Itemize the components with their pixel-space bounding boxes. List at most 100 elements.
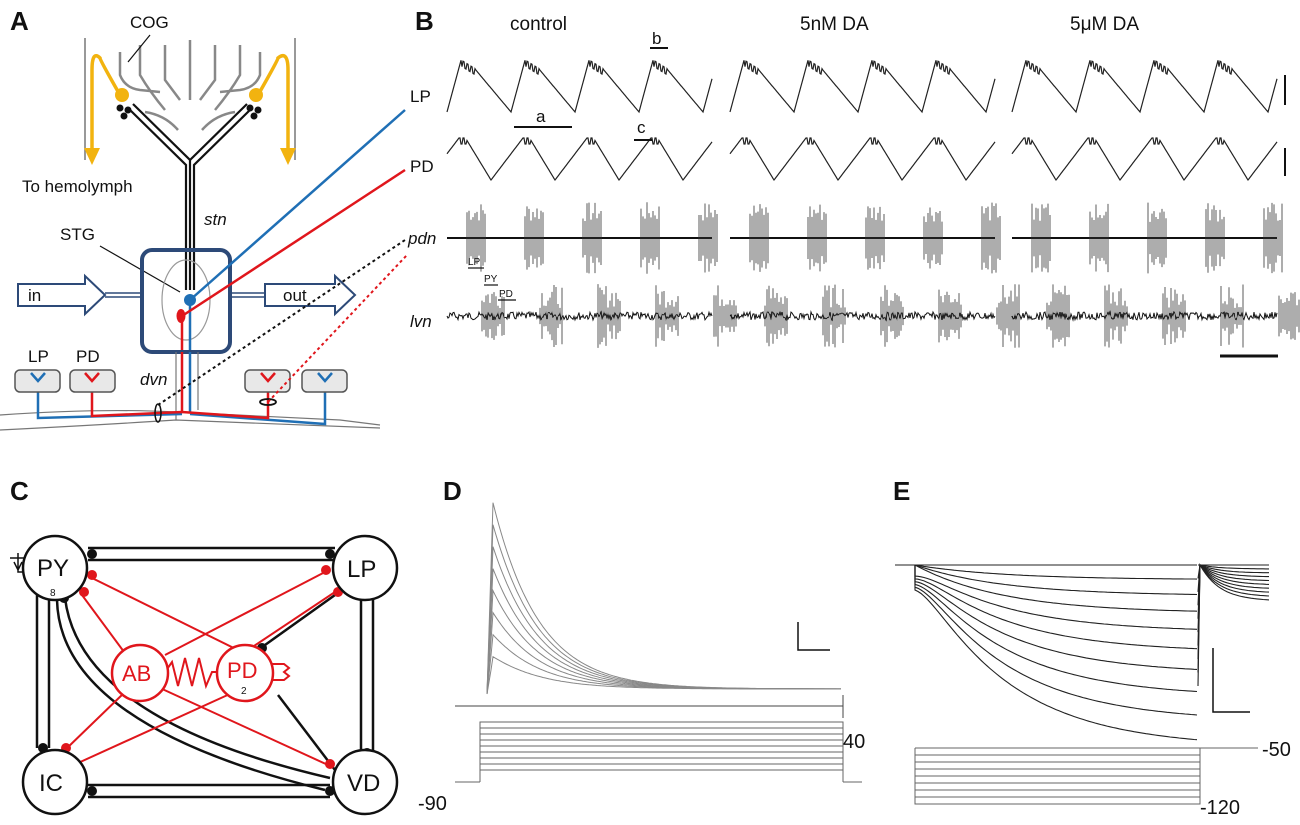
e-current-trace	[895, 563, 1270, 650]
pd-electrode	[181, 168, 406, 318]
pd-recording-label: PD	[410, 157, 434, 176]
e-voltage-step	[914, 747, 1258, 805]
lp-recording-label: LP	[410, 87, 431, 106]
lvn-bursts	[1046, 284, 1300, 348]
panel-label-a: A	[10, 6, 29, 36]
out-arrow	[264, 273, 357, 317]
cog-cell-body-left	[115, 88, 129, 102]
panel-e-currents: -50 -120	[895, 563, 1291, 819]
node-pd	[215, 643, 275, 703]
panel-label-d: D	[443, 476, 462, 506]
e-label-top: -50	[1262, 739, 1291, 761]
d-current-trace	[486, 588, 841, 695]
node-vd-label: VD	[347, 770, 380, 797]
traces	[446, 60, 1300, 348]
cog-neurite-tree	[118, 40, 262, 131]
panel-a-diagram: COG To hemolymph stn STG in out LP PD dv…	[0, 13, 434, 431]
burst-label-pd: PD	[499, 289, 513, 300]
hemolymph-label: To hemolymph	[22, 177, 133, 196]
lp-voltage-trace	[446, 60, 713, 114]
synapse-dots	[116, 104, 262, 120]
cog-cell-body-right	[249, 88, 263, 102]
pdn-label: pdn	[407, 229, 436, 248]
e-current-trace	[895, 564, 1269, 596]
pdn-bursts	[749, 202, 1001, 274]
pd-voltage-trace	[1011, 137, 1278, 182]
condition-5nm-da: 5nM DA	[800, 14, 869, 35]
node-pd-count: 2	[241, 686, 247, 697]
d-current-traces	[486, 502, 841, 695]
lp-electrode	[189, 109, 406, 301]
node-lp	[331, 534, 399, 602]
e-current-trace	[895, 563, 1270, 670]
arrow-down-icon	[84, 148, 100, 165]
panel-d-currents: 40 -90	[418, 502, 865, 815]
d-label-bottom: -90	[418, 793, 447, 815]
lvn-bursts	[481, 284, 737, 348]
cog-label: COG	[130, 13, 169, 32]
cog-neurons-yellow	[90, 54, 290, 150]
lp-muscle-label: LP	[28, 347, 49, 366]
lvn-bursts	[764, 284, 1020, 348]
pd-muscle-label: PD	[76, 347, 100, 366]
stg-label: STG	[60, 225, 95, 244]
d-scale-bar	[797, 622, 830, 651]
panel-b-recordings: control 5nM DA 5μM DA pdn lvn a b c LP P…	[407, 14, 1300, 358]
node-py	[21, 534, 89, 602]
panel-label-b: B	[415, 6, 434, 36]
node-py-count: 8	[50, 588, 56, 599]
node-pd-label: PD	[227, 658, 258, 683]
node-py-label: PY	[37, 555, 69, 582]
lp-voltage-trace	[1011, 60, 1278, 114]
panel-c-circuit: PY 8 LP IC VD AB PD 2	[10, 534, 399, 816]
mark-b: b	[652, 29, 661, 48]
dvn-label: dvn	[140, 370, 167, 389]
e-current-trace	[895, 564, 1269, 612]
arrow-down-icon	[280, 148, 296, 165]
in-arrow	[17, 273, 107, 317]
e-current-trace	[895, 563, 1270, 693]
pdn-bursts	[466, 202, 718, 274]
out-label: out	[283, 286, 307, 305]
mark-c: c	[637, 118, 646, 137]
e-label-bottom: -120	[1200, 797, 1240, 819]
mark-a: a	[536, 107, 546, 126]
condition-5um-da: 5μM DA	[1070, 14, 1139, 35]
pd-voltage-trace	[446, 137, 713, 182]
d-current-trace	[486, 502, 841, 695]
in-label: in	[28, 286, 41, 305]
node-ab	[110, 643, 170, 703]
d-voltage-step	[455, 721, 862, 783]
node-lp-label: LP	[347, 556, 376, 583]
d-current-trace	[486, 568, 841, 695]
pd-cell-body	[176, 309, 186, 323]
node-vd	[331, 748, 399, 816]
pdn-bursts	[1031, 202, 1283, 274]
e-current-traces	[895, 563, 1270, 741]
e-voltage-steps	[914, 747, 1258, 805]
d-voltage-steps	[455, 721, 862, 783]
panel-label-e: E	[893, 476, 910, 506]
stg-ganglion	[161, 259, 211, 341]
e-current-trace	[895, 563, 1270, 741]
e-current-trace	[895, 563, 1270, 716]
e-current-trace	[895, 564, 1269, 580]
node-ic	[21, 748, 89, 816]
burst-label-lp: LP	[468, 257, 481, 268]
pd-voltage-trace	[729, 137, 996, 182]
stg-box	[140, 248, 232, 354]
lvn-label: lvn	[410, 312, 432, 331]
lp-voltage-trace	[729, 60, 996, 114]
panel-label-c: C	[10, 476, 29, 506]
stn-axons	[127, 103, 253, 290]
e-scale-bar	[1212, 648, 1250, 713]
node-ic-label: IC	[39, 770, 63, 797]
d-label-top: 40	[843, 731, 865, 753]
stn-label: stn	[204, 210, 227, 229]
node-ab-label: AB	[122, 661, 151, 686]
d-current-trace	[486, 655, 841, 695]
d-current-trace	[486, 546, 841, 695]
e-current-trace	[895, 563, 1270, 630]
condition-control: control	[510, 14, 567, 35]
